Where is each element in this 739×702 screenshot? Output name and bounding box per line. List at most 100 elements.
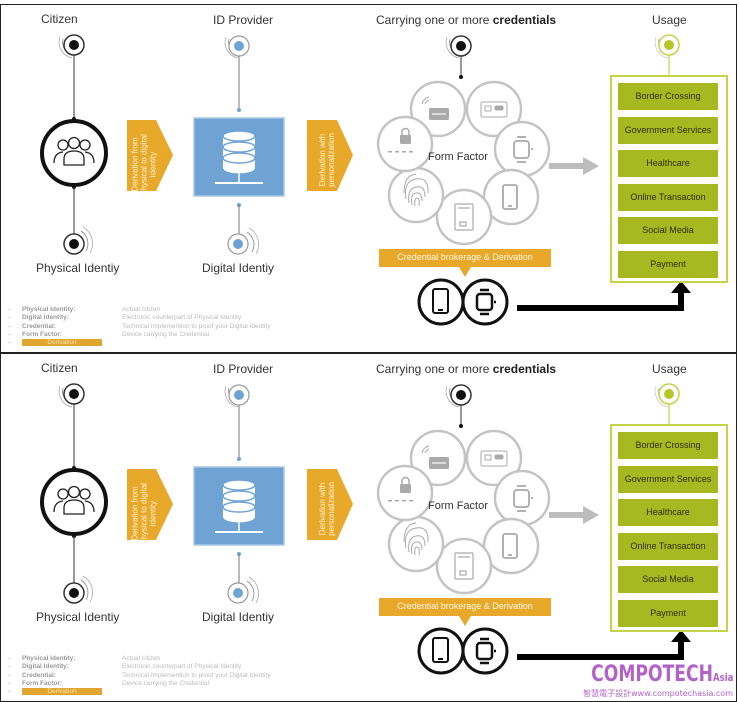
legend-row: ⇔ Credential: Technical implemention to pr… — [6, 323, 271, 331]
arrow-text-line: physical to digital — [139, 483, 149, 544]
legend-term: Digital Identity: — [22, 314, 69, 322]
id-provider-node-top — [224, 384, 250, 408]
arrow-text-line: Derivation with — [318, 482, 327, 536]
citizen-group-icon — [40, 119, 108, 187]
smartphone-circle — [482, 517, 540, 575]
legend-row: ⇔ Derivation — [6, 688, 271, 696]
legend-definition: Device carrying the Credential — [122, 679, 210, 687]
form-factor-label: Form Factor — [428, 500, 488, 512]
lock-pin-icon — [388, 127, 413, 153]
legend-term: Credential: — [22, 671, 56, 679]
device-smartphone-icon — [432, 288, 449, 314]
usage-item: Payment — [618, 250, 718, 278]
smartphone-circle — [482, 168, 540, 226]
identity-flow-diagram — [40, 383, 691, 675]
derivation-arrow-2 — [307, 469, 353, 540]
legend-row: ⇔Physical Identity:Actual citizen — [6, 306, 271, 314]
legend-row: ⇔ Digital Identity: Electronic counterpart… — [6, 314, 271, 322]
physical-identity-label: Physical Identiy — [36, 261, 120, 275]
legend-definition: Device carrying the Credential — [122, 330, 210, 338]
usage-item: Border Crossing — [618, 432, 718, 459]
legend-definition: Electronic counterpart of Physical Ident… — [122, 314, 242, 322]
legend-bullet-icon: ⇔ — [6, 322, 13, 330]
form-factor-label: Form Factor — [428, 151, 488, 163]
usage-item: Border Crossing — [618, 83, 718, 110]
legend: ⇔Physical Identity:Actual citizen⇔Digita… — [6, 306, 271, 347]
smartwatch-circle — [493, 120, 551, 178]
credential-banner-shape — [379, 598, 551, 626]
usage-item: Healthcare — [618, 150, 718, 177]
legend-definition: Technical implemention to proof your Dig… — [122, 322, 271, 330]
chip-card-icon — [480, 101, 508, 118]
citizen-node-top — [58, 383, 85, 408]
sim-document-circle — [435, 537, 493, 595]
lock-pin-icon — [388, 476, 413, 502]
arrow-text-line: personalization — [327, 133, 336, 187]
citizen-group-icon — [40, 468, 108, 536]
legend-definition: Actual citizen — [122, 306, 161, 313]
device-smartphone-icon — [432, 637, 449, 663]
arrow-text-line: physical to digital — [139, 134, 149, 195]
legend-derivation-swatch: Derivation — [22, 339, 102, 347]
citizen-title: Citizen — [41, 12, 78, 26]
fingerprint-icon — [403, 173, 429, 207]
legend-bullet-icon: ⇔ — [6, 679, 13, 687]
chip-card-circle — [465, 429, 523, 487]
legend-definition: Technical implemention to proof your Dig… — [122, 671, 271, 679]
arrow-text-line: personalization — [327, 482, 336, 536]
physical-identity-node — [63, 226, 93, 255]
legend-derivation-swatch: Derivation — [22, 688, 102, 696]
arrow-text-line: Derivation from — [130, 486, 140, 541]
smartwatch-circle — [493, 469, 551, 527]
sim-document-icon — [454, 552, 474, 580]
device-smartwatch-icon — [475, 288, 496, 316]
usage-arrow-gray — [549, 506, 599, 524]
legend-definition: Actual citizen — [122, 655, 161, 662]
id-provider-node-top — [224, 35, 250, 59]
legend-definition: Electronic counterpart of Physical Ident… — [122, 663, 242, 671]
fingerprint-circle — [387, 166, 445, 224]
legend-bullet-icon: ⇔ — [6, 306, 13, 313]
usage-arrow-black — [517, 639, 684, 660]
legend-term: Credential: — [22, 322, 56, 330]
smartwatch-icon — [513, 485, 533, 512]
credentials-node-top — [445, 35, 472, 59]
usage-node-top — [654, 383, 680, 408]
diagram-panel-bottom: Citizen ID Provider Carrying one or more… — [0, 353, 737, 702]
fingerprint-icon — [403, 522, 429, 556]
credentials-title: Carrying one or more credentials — [376, 362, 557, 376]
usage-item: Government Services — [618, 465, 718, 493]
legend-bullet-icon: ⇔ — [6, 671, 13, 679]
legend-row: ⇔ Form Factor: Device carrying the Credent… — [6, 680, 271, 688]
legend-term: Form Factor: — [22, 679, 63, 687]
arrow-text-line: Derivation with — [318, 133, 327, 187]
legend-term: Digital Identity: — [22, 663, 69, 671]
legend-bullet-icon: ⇔ — [6, 688, 13, 696]
legend-term: Physical Identity: — [22, 655, 76, 662]
derivation-arrow-1 — [127, 469, 173, 540]
id-provider-title: ID Provider — [213, 13, 274, 27]
device-smartwatch-icon — [475, 637, 496, 665]
arrow-text-line: identity — [148, 151, 158, 178]
legend-bullet-icon: ⇔ — [6, 314, 13, 322]
credential-banner-text: Credential brokerage & Derivation — [397, 601, 533, 611]
usage-arrow-black — [517, 290, 684, 311]
citizen-title: Citizen — [41, 361, 78, 375]
legend-bullet-icon: ⇔ — [6, 655, 13, 662]
derived-devices — [417, 627, 509, 675]
derivation-arrow-1 — [127, 120, 173, 191]
chip-card-icon — [480, 450, 508, 467]
usage-title: Usage — [652, 362, 687, 376]
compotech-watermark: COMPOTECHAsia 智慧電子設計www.compotechasia.co… — [551, 664, 733, 699]
usage-item: Social Media — [618, 566, 718, 593]
credentials-title: Carrying one or more credentials — [376, 13, 557, 27]
derived-devices — [417, 278, 509, 326]
database-server-icon — [193, 466, 285, 546]
usage-node-top — [654, 34, 680, 59]
digital-identity-label: Digital Identiy — [202, 261, 275, 275]
legend-bullet-icon: ⇔ — [6, 339, 13, 347]
digital-identity-label: Digital Identiy — [202, 610, 275, 624]
